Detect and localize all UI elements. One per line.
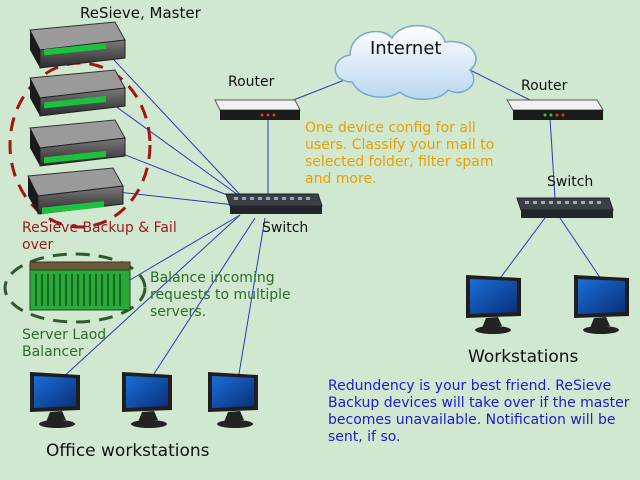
- office-workstations-label: Office workstations: [46, 441, 210, 461]
- switch-left-label: Switch: [262, 220, 309, 236]
- router-left-icon: [214, 99, 301, 120]
- office-workstation-3-icon: [208, 372, 258, 428]
- backup-label: ReSieve Backup & Fail over: [22, 220, 177, 253]
- office-workstation-1-icon: [30, 372, 80, 428]
- redundancy-note: Redundency is your best friend. ReSieve …: [328, 378, 630, 445]
- workstation-right-1-icon: [466, 275, 521, 334]
- load-balancer-icon: [29, 261, 131, 311]
- switch-right-icon: [516, 197, 614, 218]
- server-backup-2-icon: [29, 119, 126, 167]
- internet-cloud-icon: [334, 24, 477, 100]
- switch-left-icon: [225, 193, 323, 214]
- workstation-right-2-icon: [574, 275, 629, 334]
- balancer-group-ring: [3, 252, 147, 324]
- balancer-label: Server Laod Balancer: [22, 327, 107, 360]
- office-workstation-2-icon: [122, 372, 172, 428]
- config-note: One device config for all users. Classif…: [305, 120, 495, 187]
- router-right-label: Router: [521, 78, 568, 94]
- router-right-icon: [506, 99, 604, 120]
- master-label: ReSieve, Master: [80, 4, 201, 22]
- right-switch-links: [469, 69, 606, 286]
- router-left-label: Router: [228, 74, 275, 90]
- server-backup-3-icon: [27, 167, 124, 215]
- internet-label: Internet: [370, 38, 442, 59]
- balance-note: Balance incoming requests to multiple se…: [150, 270, 291, 320]
- workstations-label: Workstations: [468, 347, 579, 367]
- server-backup-1-icon: [29, 69, 126, 117]
- switch-right-label: Switch: [547, 174, 594, 190]
- server-master-icon: [29, 21, 126, 69]
